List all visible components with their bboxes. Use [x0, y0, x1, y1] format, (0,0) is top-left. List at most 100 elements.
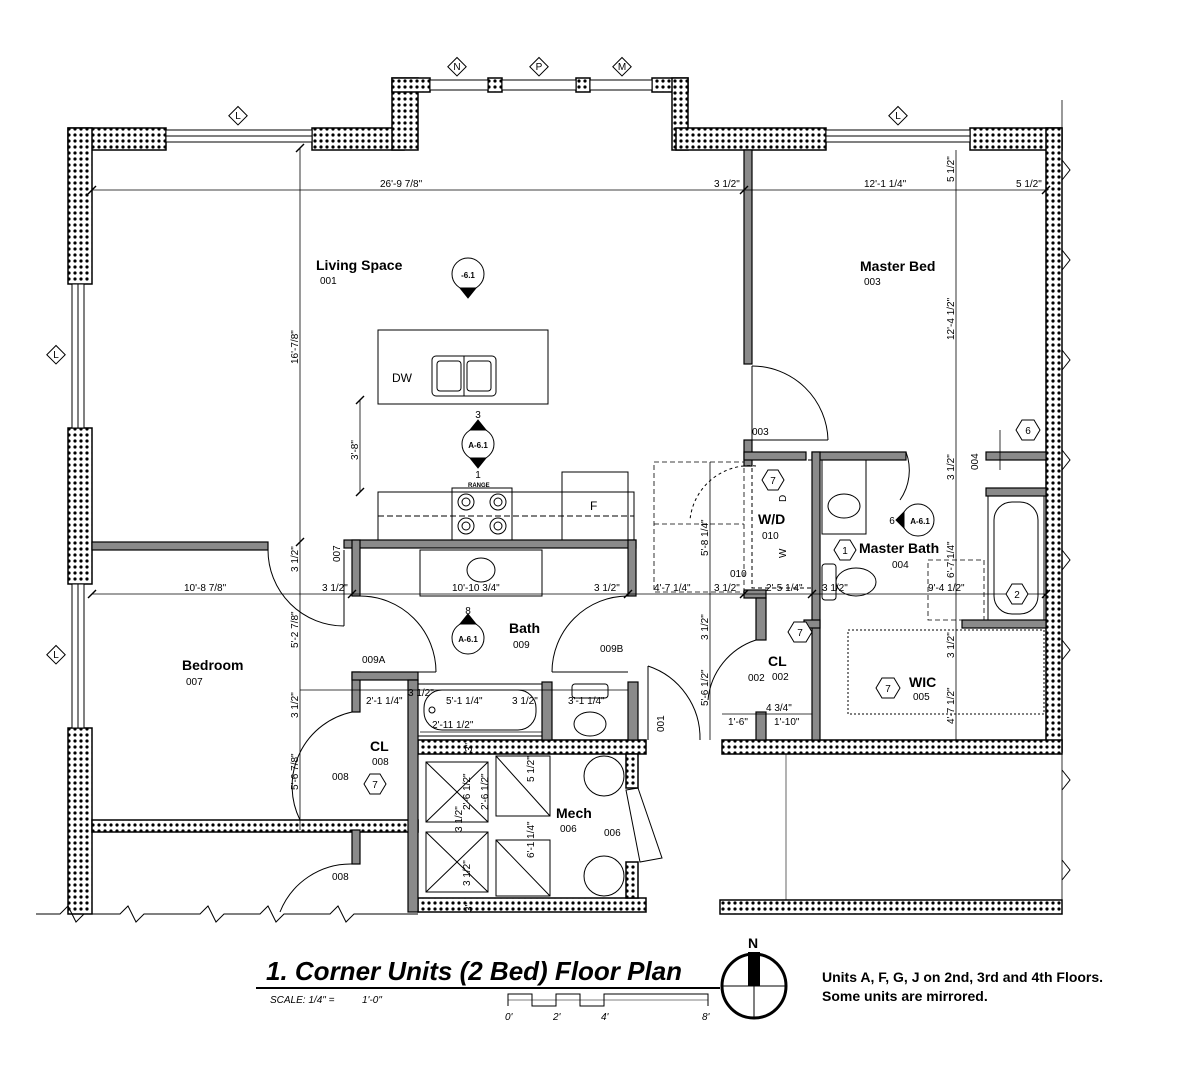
dim-text: 5'-6 7/8"	[290, 753, 301, 790]
interior-walls	[91, 149, 1047, 913]
north-arrow-icon	[720, 952, 788, 1020]
dim-text: 26'-9 7/8"	[380, 179, 423, 190]
dim-text: 12'-1 1/4"	[864, 179, 907, 190]
scale-value: 1'-0"	[362, 995, 382, 1006]
dim-text: 3 1/2"	[290, 546, 301, 572]
room-num-bath: 009	[513, 640, 530, 651]
scale-bar-label-2: 2'	[552, 1012, 562, 1023]
door-tag-004: 004	[970, 453, 981, 470]
window-tags	[46, 56, 908, 665]
exterior-walls	[67, 77, 1063, 915]
callout-a61-bottom: -6.1	[461, 271, 475, 280]
dim-text: 3'-8"	[350, 440, 361, 460]
dim-text: 3'-1 1/4"	[568, 696, 605, 707]
window-tag-l: L	[53, 350, 59, 361]
door-tag-009a: 009A	[362, 655, 386, 666]
room-num-living: 001	[320, 276, 337, 287]
dim-text: 5 1/2"	[1016, 179, 1042, 190]
dim-text: 12'-4 1/2"	[946, 297, 957, 340]
dim-text: 3"	[464, 902, 475, 912]
dim-text: 2'-6 1/2"	[462, 773, 473, 810]
dim-text: 2'-5 1/4"	[766, 583, 803, 594]
keynote-hexagons	[363, 419, 1041, 795]
dimension-ticks	[87, 143, 1051, 599]
room-name-bath: Bath	[509, 620, 540, 636]
note-line-1: Units A, F, G, J on 2nd, 3rd and 4th Flo…	[822, 969, 1103, 985]
dim-text: 6'-7 1/4"	[946, 541, 957, 578]
vertical-dimension-texts: 16'-7/8" 3'-8" 3 1/2" 5'-2 7/8" 3 1/2" 5…	[290, 156, 957, 912]
keynote-7: 7	[797, 628, 803, 639]
callout-6-top: 6	[889, 516, 895, 527]
scale-bar-label-4: 4'	[601, 1012, 610, 1023]
dim-text: 3 1/2"	[714, 583, 740, 594]
range-label: RANGE	[468, 483, 490, 489]
dimension-lines	[92, 148, 1046, 830]
callout-3-top: 3	[475, 410, 481, 421]
door-tag-009b: 009B	[600, 644, 624, 655]
callout-6-bottom: A-6.1	[910, 517, 930, 526]
fridge-label: F	[590, 499, 597, 513]
dim-text: 3 1/2"	[946, 632, 957, 658]
dim-text: 3"	[464, 742, 475, 752]
room-num-wic: 005	[913, 692, 930, 703]
keynote-7: 7	[885, 684, 891, 695]
room-name-wic: WIC	[909, 674, 936, 690]
room-name-bedroom: Bedroom	[182, 657, 243, 673]
window-tag-p: P	[536, 62, 543, 73]
door-tag-002: 002	[748, 673, 765, 684]
window-tag-l: L	[895, 111, 901, 122]
dim-text: 10'-10 3/4"	[452, 583, 500, 594]
room-name-master-bed: Master Bed	[860, 258, 935, 274]
room-num-bedroom: 007	[186, 677, 203, 688]
room-name-cl-002: CL	[768, 653, 787, 669]
dim-text: 2'-1 1/4"	[366, 696, 403, 707]
door-tag-008: 008	[332, 872, 349, 883]
room-num-wd: 010	[762, 531, 779, 542]
dim-text: 4'-7 1/4"	[654, 583, 691, 594]
dishwasher-label: DW	[392, 371, 413, 385]
room-name-mech: Mech	[556, 805, 592, 821]
room-num-master-bath: 004	[892, 560, 909, 571]
dim-text: 4'-7 1/2"	[946, 687, 957, 724]
dim-text: 3 1/2"	[512, 696, 538, 707]
callout-8-top: 8	[465, 606, 471, 617]
keynote-7: 7	[770, 476, 776, 487]
dim-text: 6'-1 1/4"	[526, 821, 537, 858]
dim-text: 9'-4 1/2"	[928, 583, 965, 594]
dim-text: 1'-10"	[774, 717, 800, 728]
dim-text: 5'-6 1/2"	[700, 669, 711, 706]
dim-text: 3 1/2"	[462, 860, 473, 886]
dim-text: 5 1/2"	[946, 156, 957, 182]
note-line-2: Some units are mirrored.	[822, 988, 988, 1004]
kitchen-fixtures	[377, 329, 635, 597]
windows	[71, 79, 971, 729]
dim-text: 3 1/2"	[822, 583, 848, 594]
dim-text: 3 1/2"	[454, 806, 465, 832]
room-num-master-bed: 003	[864, 277, 881, 288]
door-tag-010: 010	[730, 569, 747, 580]
scale-bar-label-8: 8'	[702, 1012, 711, 1023]
door-tag-008: 008	[332, 772, 349, 783]
dim-text: 3 1/2"	[700, 614, 711, 640]
callout-3-sub: 1	[475, 470, 481, 481]
window-tag-l: L	[235, 111, 241, 122]
north-label: N	[748, 935, 758, 951]
callout-8-bottom: A-6.1	[458, 635, 478, 644]
keynote-1: 1	[842, 546, 848, 557]
room-num-cl-008: 008	[372, 757, 389, 768]
keynote-2: 2	[1014, 590, 1020, 601]
dim-text: 2'-11 1/2"	[432, 720, 474, 731]
dim-text: 10'-8 7/8"	[184, 583, 227, 594]
keynote-6: 6	[1025, 426, 1031, 437]
dim-text: 3 1/2"	[946, 454, 957, 480]
dim-text: 3 1/2"	[290, 692, 301, 718]
dim-text: 5 1/2"	[526, 756, 537, 782]
break-lines	[36, 159, 1071, 923]
washer-label: W	[778, 548, 789, 558]
room-name-master-bath: Master Bath	[859, 540, 939, 556]
scale-label: SCALE: 1/4" =	[270, 995, 335, 1006]
room-name-cl-008: CL	[370, 738, 389, 754]
room-num-cl-002: 002	[772, 672, 789, 683]
dim-text: 3 1/2"	[714, 179, 740, 190]
